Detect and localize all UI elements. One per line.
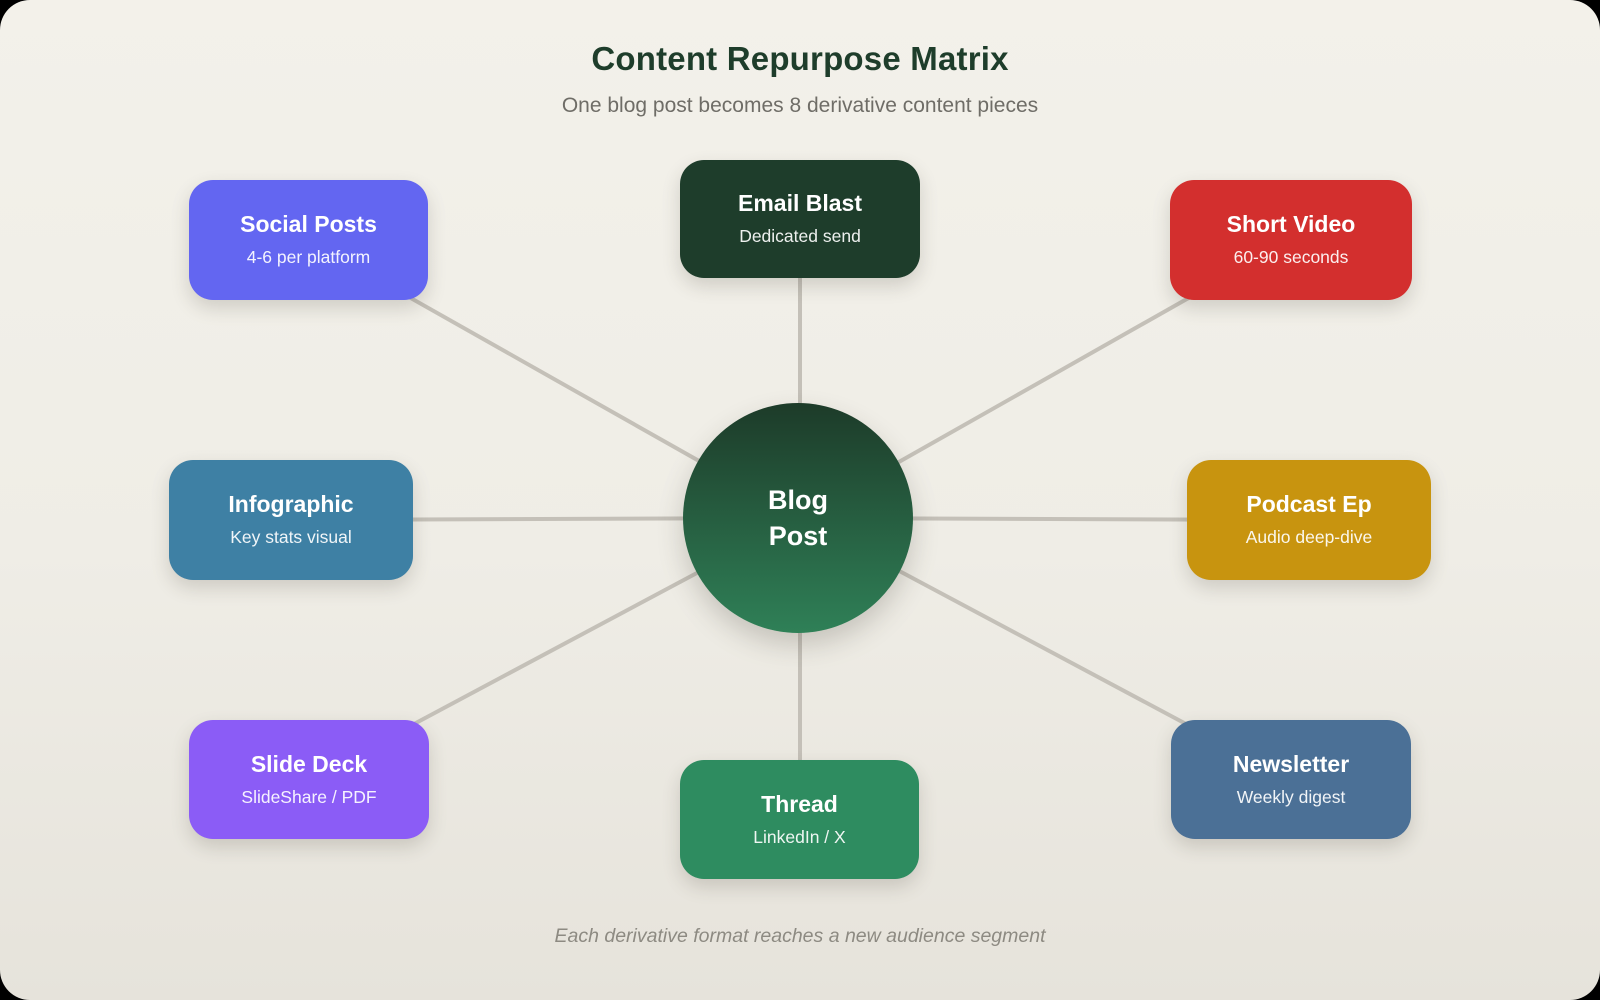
node-subtitle: Weekly digest xyxy=(1236,786,1346,807)
node-title: Infographic xyxy=(228,491,354,518)
node-title: Short Video xyxy=(1226,211,1356,238)
node-thread: Thread LinkedIn / X xyxy=(680,760,919,879)
node-slide-deck: Slide Deck SlideShare / PDF xyxy=(189,720,429,839)
node-subtitle: SlideShare / PDF xyxy=(241,786,377,807)
node-subtitle: 4-6 per platform xyxy=(246,247,371,268)
node-email-blast: Email Blast Dedicated send xyxy=(680,160,920,278)
node-title: Thread xyxy=(761,790,838,817)
node-title: Newsletter xyxy=(1232,750,1350,777)
node-title: Email Blast xyxy=(738,190,862,217)
node-podcast-ep: Podcast Ep Audio deep-dive xyxy=(1187,460,1431,580)
footer-caption: Each derivative format reaches a new aud… xyxy=(554,925,1046,947)
node-newsletter: Newsletter Weekly digest xyxy=(1171,720,1411,839)
node-title: Podcast Ep xyxy=(1246,491,1372,518)
node-title: Social Posts xyxy=(240,211,377,238)
node-social-posts: Social Posts 4-6 per platform xyxy=(189,180,428,300)
page-title: Content Repurpose Matrix xyxy=(591,40,1009,77)
node-subtitle: Key stats visual xyxy=(230,527,352,548)
node-subtitle: LinkedIn / X xyxy=(753,826,846,847)
hub-label-line2: Post xyxy=(768,521,828,551)
node-short-video: Short Video 60-90 seconds xyxy=(1170,180,1412,300)
node-subtitle: Dedicated send xyxy=(739,226,861,247)
hub-blog-post: Blog Post xyxy=(683,403,913,633)
hub-label-line1: Blog xyxy=(768,484,828,515)
page-subtitle: One blog post becomes 8 derivative conte… xyxy=(561,94,1039,117)
node-title: Slide Deck xyxy=(250,750,368,777)
node-subtitle: 60-90 seconds xyxy=(1233,247,1349,268)
node-infographic: Infographic Key stats visual xyxy=(169,460,413,580)
node-subtitle: Audio deep-dive xyxy=(1245,527,1373,548)
